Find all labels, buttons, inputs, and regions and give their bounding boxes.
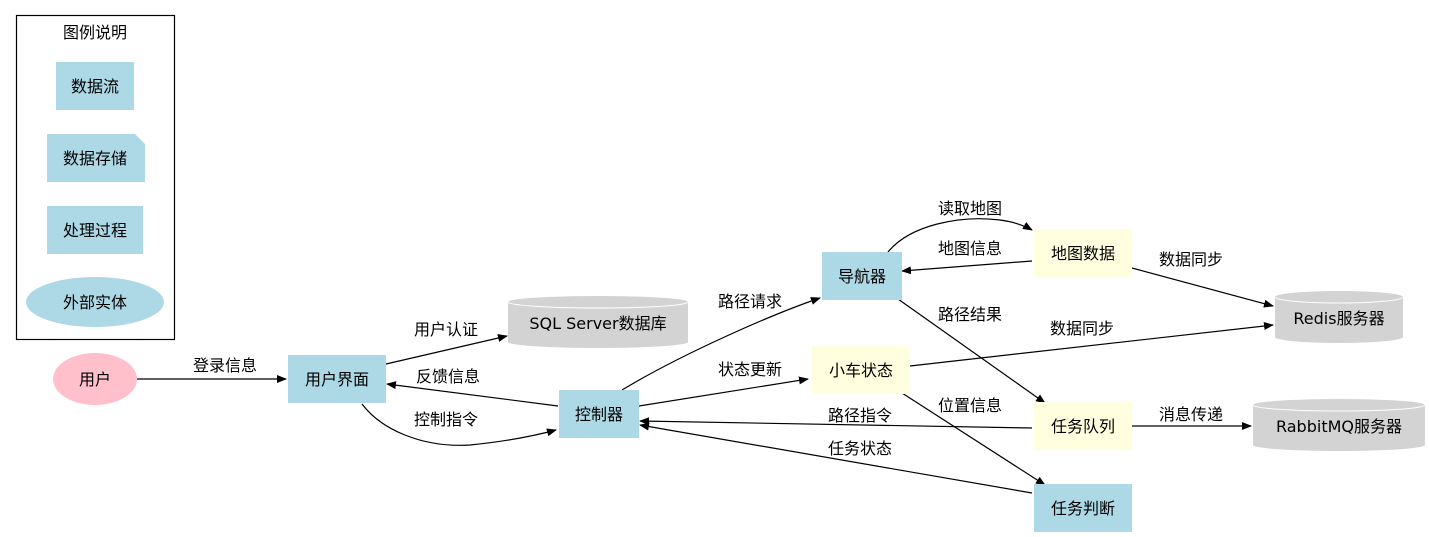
node-rabbitmq-shape	[1253, 399, 1425, 451]
edge-label-sync-status: 数据同步	[1050, 319, 1114, 338]
node-rabbitmq: RabbitMQ服务器	[1252, 399, 1426, 451]
node-rabbitmq-label: RabbitMQ服务器	[1276, 417, 1402, 436]
edge-label-message: 消息传递	[1159, 405, 1223, 424]
node-map-data: 地图数据	[1034, 229, 1132, 277]
node-map-data-shape	[1034, 229, 1132, 277]
edge-label-login: 登录信息	[193, 356, 257, 375]
node-rabbitmq-rim	[1252, 404, 1426, 412]
legend-swatch-process	[47, 206, 143, 254]
node-ui-label: 用户界面	[305, 370, 369, 389]
legend: 图例说明 数据流 数据存储 处理过程 外部实体	[15, 14, 176, 341]
node-navigator: 导航器	[822, 252, 902, 300]
node-car-status-shape	[812, 346, 910, 394]
legend-frame	[15, 14, 176, 341]
node-controller-shape	[559, 390, 639, 438]
node-user: 用户	[53, 353, 137, 405]
node-car-status: 小车状态	[812, 346, 910, 394]
edges	[137, 218, 1274, 494]
node-map-data-label: 地图数据	[1051, 244, 1115, 263]
node-task-queue-shape	[1034, 402, 1132, 450]
nodes: 用户 用户界面 控制器 SQL Server数据库 导航器 小车状态	[53, 229, 1426, 532]
legend-label-data-flow: 数据流	[71, 77, 119, 96]
edge-label-auth: 用户认证	[414, 320, 478, 339]
node-ui: 用户界面	[288, 355, 386, 403]
edge-position-info	[901, 392, 1046, 486]
edge-sync-status	[909, 322, 1274, 367]
node-task-judge-label: 任务判断	[1051, 499, 1115, 518]
legend-label-external-entity: 外部实体	[63, 293, 127, 312]
node-navigator-label: 导航器	[838, 267, 886, 286]
node-task-judge-shape	[1034, 484, 1132, 532]
edge-label-status-update: 状态更新	[718, 360, 782, 379]
edge-label-feedback: 反馈信息	[416, 367, 480, 386]
node-sql-server: SQL Server数据库	[507, 296, 689, 348]
node-car-status-label: 小车状态	[829, 361, 893, 380]
edge-control-cmd	[361, 403, 557, 446]
node-ui-shape	[288, 355, 386, 403]
edge-sync-map	[1131, 267, 1274, 308]
legend-swatch-data-flow	[56, 62, 134, 110]
edge-auth	[385, 334, 508, 365]
node-controller: 控制器	[559, 390, 639, 438]
node-task-queue-label: 任务队列	[1051, 417, 1115, 436]
node-redis-rim	[1274, 296, 1404, 304]
edge-labels: 登录信息 用户认证 反馈信息 控制指令 路径请求 状态更新 读取地图 地图信息 …	[193, 199, 1223, 458]
edge-path-request	[621, 297, 821, 391]
node-user-label: 用户	[79, 370, 111, 389]
edge-label-control-cmd: 控制指令	[414, 410, 478, 429]
node-sql-server-label: SQL Server数据库	[529, 314, 666, 333]
edge-path-result	[897, 298, 1046, 404]
edge-task-status	[639, 422, 1033, 494]
node-controller-label: 控制器	[575, 405, 623, 424]
legend-title: 图例说明	[63, 23, 127, 42]
node-task-queue: 任务队列	[1034, 402, 1132, 450]
legend-label-data-store: 数据存储	[63, 149, 127, 168]
node-task-judge: 任务判断	[1034, 484, 1132, 532]
edge-path-cmd	[639, 417, 1033, 429]
edge-map-info	[901, 260, 1033, 275]
edge-read-map	[887, 218, 1033, 253]
node-sql-server-rim	[507, 301, 689, 309]
legend-label-process: 处理过程	[63, 221, 127, 240]
node-redis-shape	[1275, 291, 1403, 343]
legend-swatch-data-store	[47, 134, 145, 182]
edge-label-read-map: 读取地图	[938, 199, 1002, 218]
node-sql-server-shape	[508, 296, 688, 348]
edge-label-path-request: 路径请求	[718, 292, 782, 311]
node-redis-label: Redis服务器	[1293, 309, 1384, 328]
node-user-shape	[53, 353, 137, 405]
edge-feedback	[386, 381, 559, 407]
edge-label-sync-map: 数据同步	[1159, 250, 1223, 269]
edge-status-update	[638, 376, 809, 407]
edge-label-task-status: 任务状态	[828, 439, 892, 458]
edge-label-path-cmd: 路径指令	[828, 406, 892, 425]
node-navigator-shape	[822, 252, 902, 300]
legend-swatch-external-entity	[26, 277, 164, 327]
edge-label-position-info: 位置信息	[938, 396, 1002, 415]
edge-label-path-result: 路径结果	[938, 305, 1002, 324]
node-redis: Redis服务器	[1274, 291, 1404, 343]
edge-label-map-info: 地图信息	[938, 239, 1002, 258]
